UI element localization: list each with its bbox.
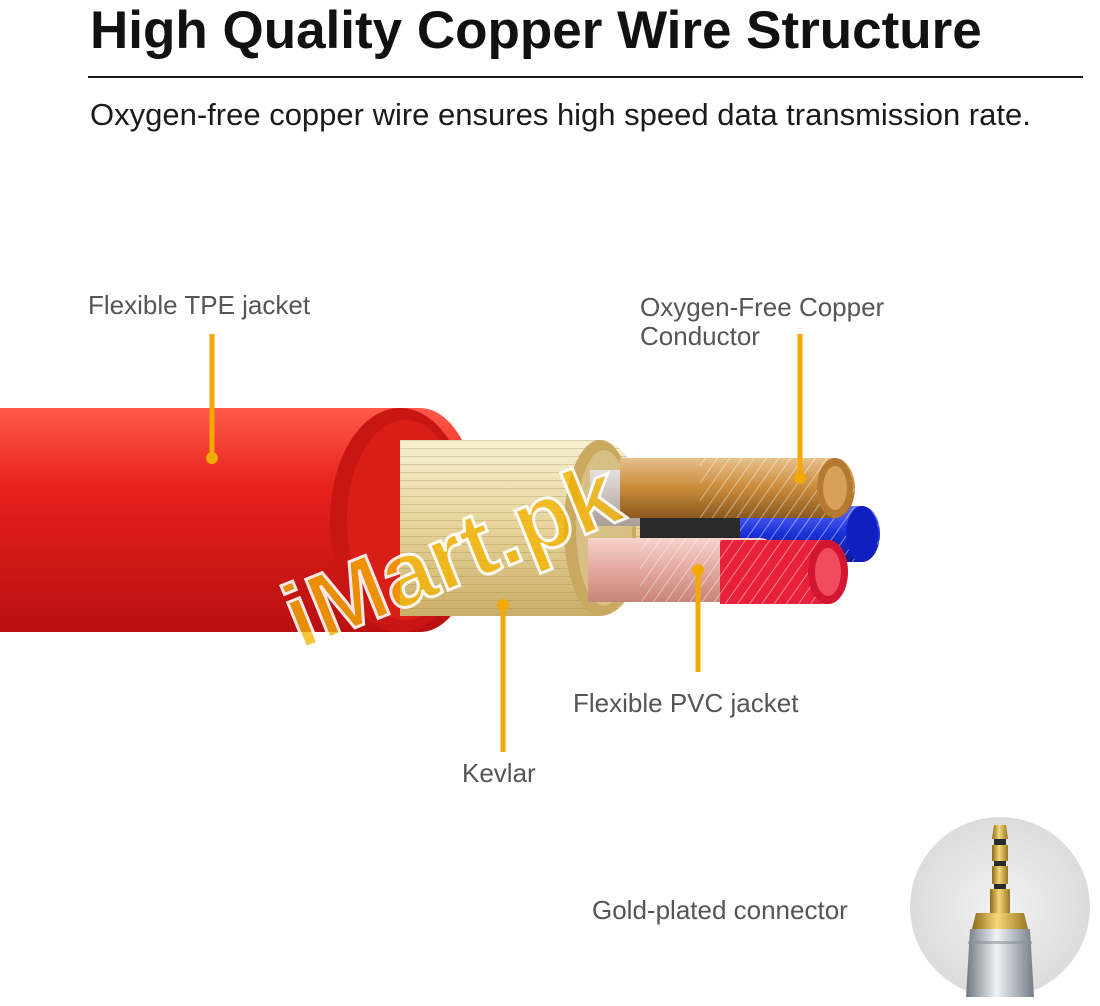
label-gold-connector: Gold-plated connector bbox=[592, 895, 848, 925]
title-divider bbox=[88, 76, 1083, 78]
label-copper-conductor-line1: Oxygen-Free Copper bbox=[640, 292, 885, 322]
label-pvc-jacket: Flexible PVC jacket bbox=[573, 688, 799, 718]
label-kevlar: Kevlar bbox=[462, 758, 536, 788]
leader-lines bbox=[206, 334, 806, 752]
page-subtitle: Oxygen-free copper wire ensures high spe… bbox=[90, 97, 1031, 132]
label-tpe-jacket: Flexible TPE jacket bbox=[88, 290, 311, 320]
label-copper-conductor-line2: Conductor bbox=[640, 321, 760, 351]
page-title: High Quality Copper Wire Structure bbox=[90, 1, 982, 60]
gold-connector-icon bbox=[910, 817, 1090, 997]
inner-wires bbox=[588, 458, 880, 604]
